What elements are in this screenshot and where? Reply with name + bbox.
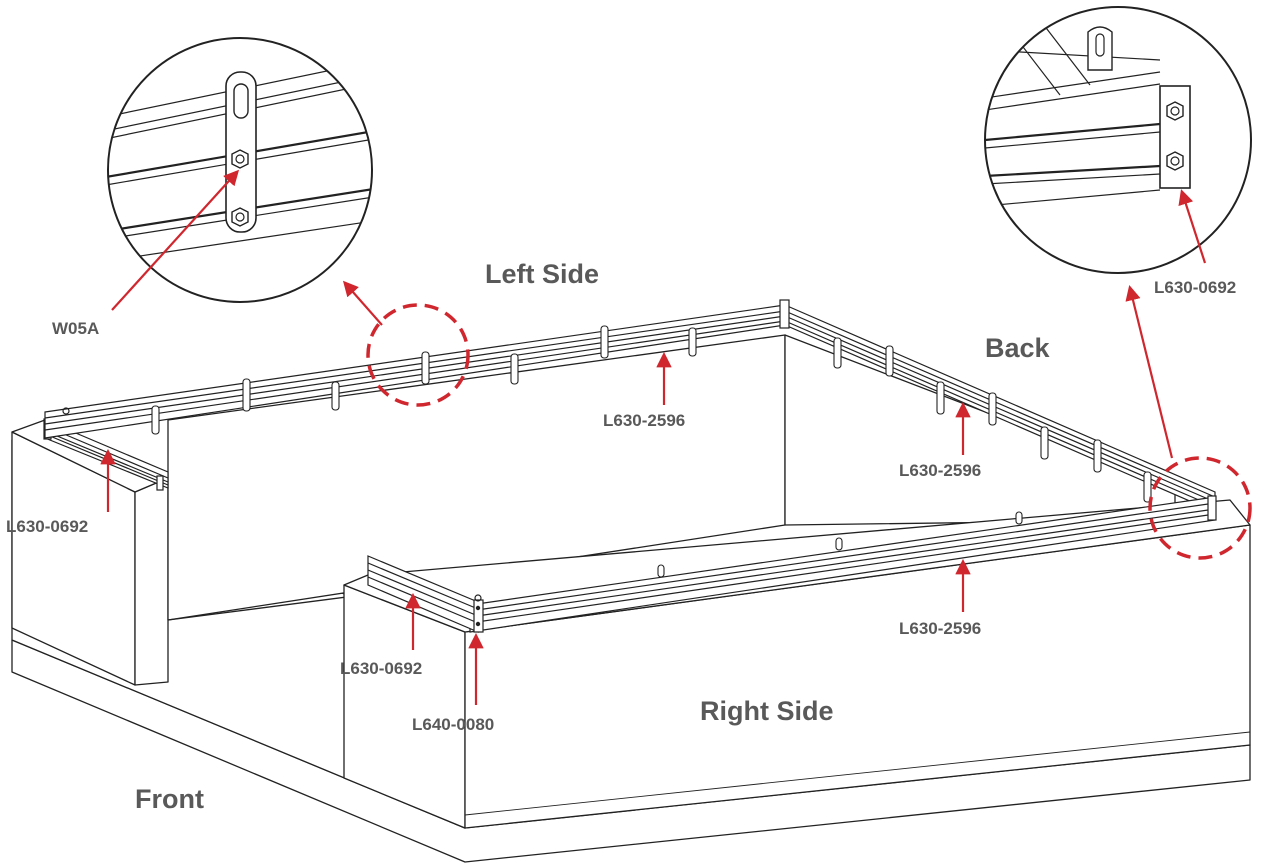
rail-brackets	[151, 325, 1152, 578]
rails	[43, 299, 1217, 633]
inner-wall-back	[784, 334, 1176, 526]
label-w05a: W05A	[52, 319, 99, 338]
right-block-trim	[464, 731, 1251, 816]
detail-view-left	[107, 37, 373, 303]
right-short-rail	[367, 555, 484, 633]
label-left-side: Left Side	[485, 259, 599, 289]
label-back: Back	[985, 333, 1051, 363]
label-left-short-rail: L630-0692	[6, 517, 88, 536]
zoom-circle-right	[1148, 456, 1252, 560]
label-detail-right-part: L630-0692	[1154, 278, 1236, 297]
detail-view-right	[984, 6, 1252, 274]
callouts	[100, 169, 1252, 705]
left-long-rail	[44, 304, 786, 439]
corner-bracket-shape	[473, 599, 484, 633]
label-front: Front	[135, 784, 204, 814]
label-right-short-rail: L630-0692	[340, 659, 422, 678]
label-right-side: Right Side	[700, 696, 834, 726]
label-corner-bracket: L640-0080	[412, 715, 494, 734]
label-back-rail: L630-2596	[899, 461, 981, 480]
zoom-circle-left	[366, 303, 470, 407]
labels: Left Side Back Right Side Front W05A L63…	[6, 259, 1236, 814]
label-right-long-rail: L630-2596	[899, 619, 981, 638]
left-block-side	[134, 477, 169, 686]
label-left-long-rail: L630-2596	[603, 411, 685, 430]
